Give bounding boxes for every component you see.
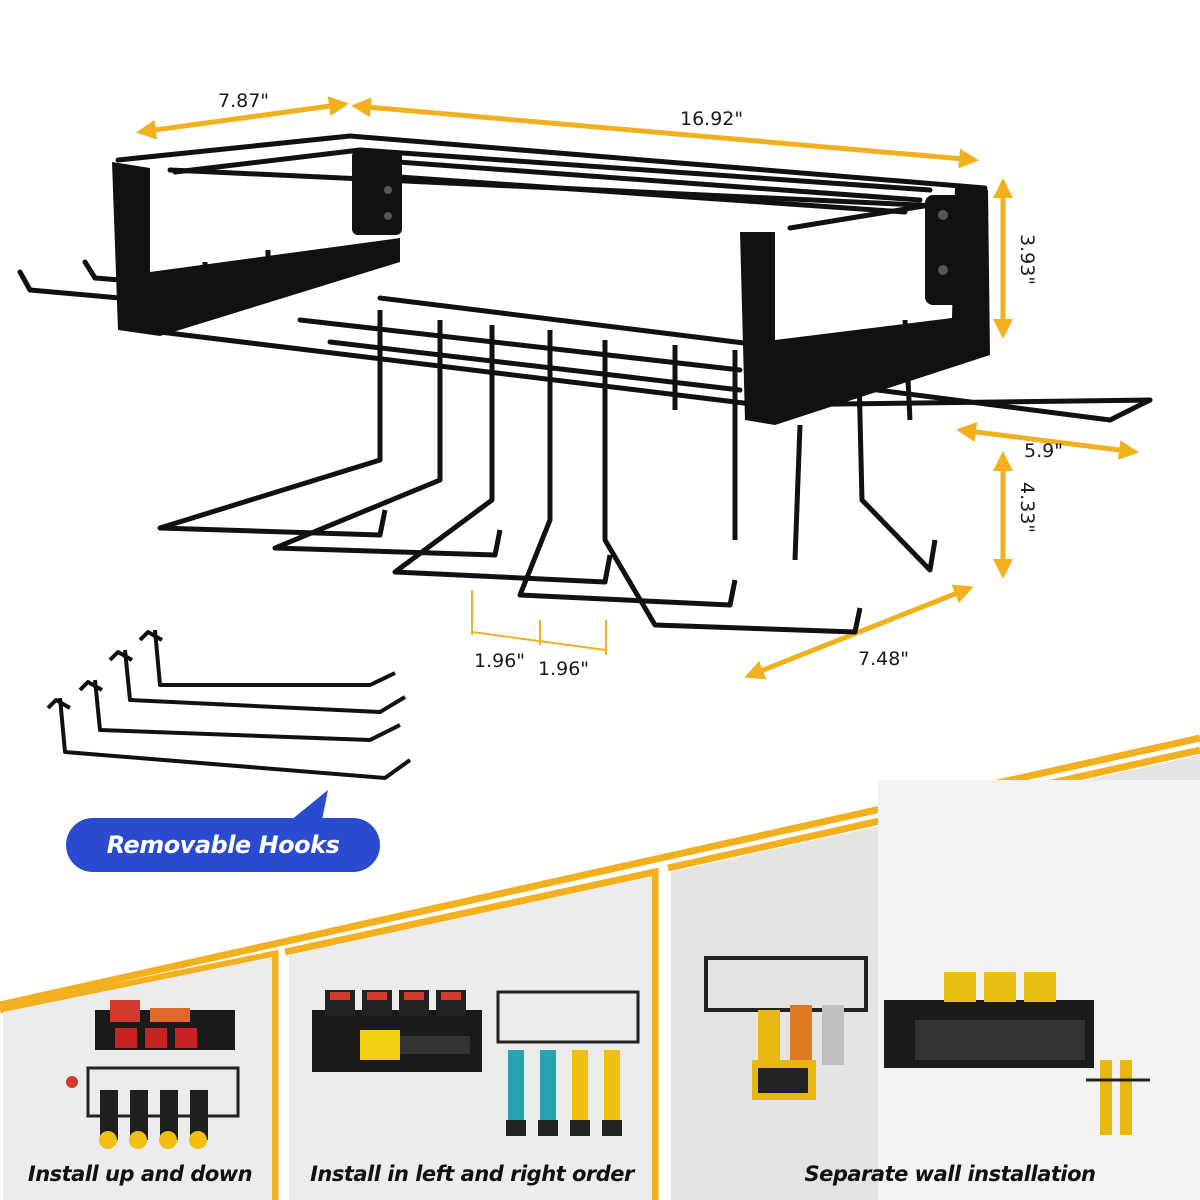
dim-hook-gap-a: 1.96" [474, 650, 526, 672]
panel-3-photo [704, 956, 1150, 1135]
panel-caption-left-right: Install in left and right order [310, 1162, 634, 1186]
dimension-arrow-icon [136, 96, 1139, 680]
left-bracket [112, 162, 400, 336]
dim-height-right: 3.93" [1016, 234, 1038, 286]
panel-2-photo [312, 990, 640, 1136]
rack-top-wires [115, 133, 988, 231]
dim-hook-length: 7.48" [858, 648, 910, 670]
dim-depth-top: 7.87" [218, 90, 270, 112]
panel-caption-separate: Separate wall installation [804, 1162, 1096, 1186]
panel-1-photo [66, 1000, 240, 1149]
dim-hook-spacing: 5.9" [1024, 440, 1063, 462]
rack-bottom-wires [17, 259, 1153, 423]
dim-hook-gap-b: 1.96" [538, 658, 590, 680]
removable-hooks-badge: Removable Hooks [66, 818, 380, 872]
rack-hooks [157, 250, 938, 635]
dim-hook-drop: 4.33" [1016, 482, 1038, 534]
dim-length: 16.92" [680, 108, 744, 130]
panel-caption-up-down: Install up and down [27, 1162, 253, 1186]
badge-label: Removable Hooks [106, 831, 340, 859]
removable-hook-icon [46, 629, 412, 780]
right-bracket [740, 185, 990, 425]
